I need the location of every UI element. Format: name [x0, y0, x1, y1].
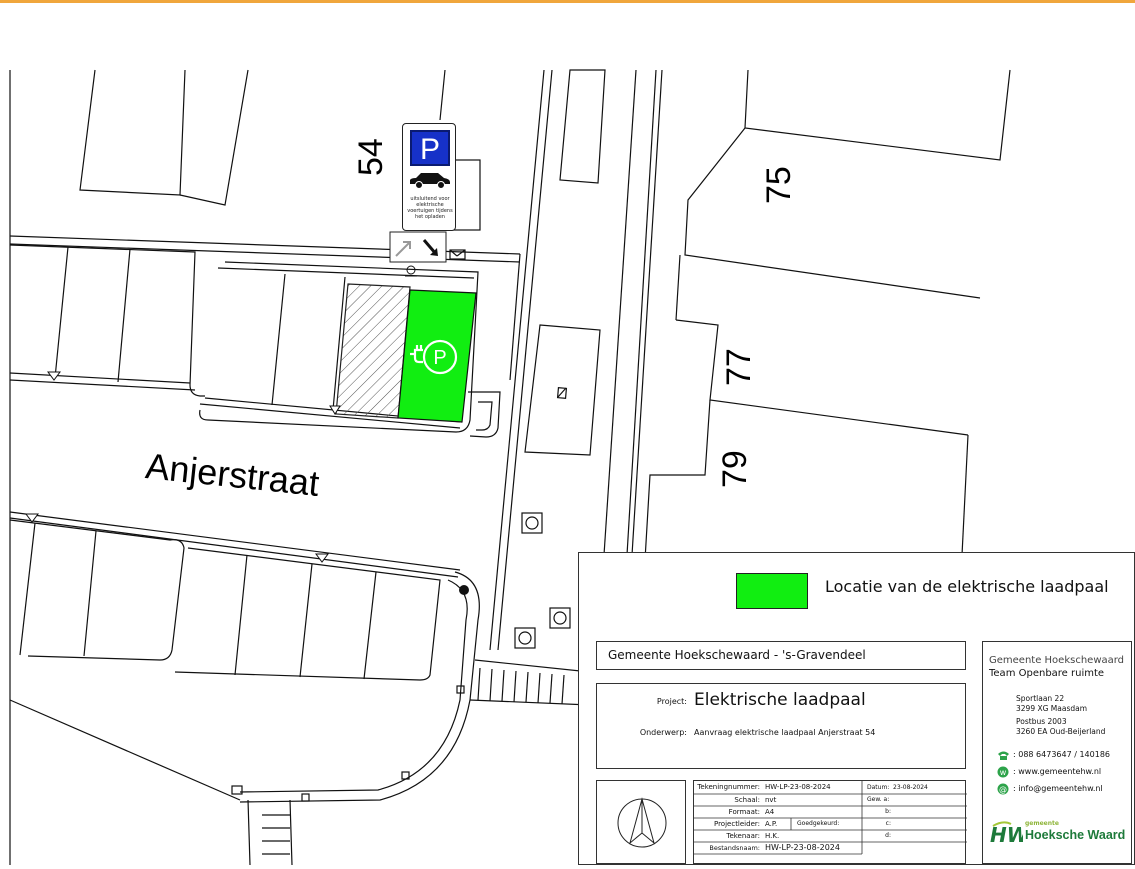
legend-swatch	[736, 573, 808, 609]
datum-label: Datum:	[867, 784, 890, 791]
schaal-label: Schaal:	[734, 796, 760, 804]
svg-text:@: @	[999, 785, 1007, 794]
bestandsnaam-value: HW-LP-23-08-2024	[765, 843, 840, 852]
datum-value: 23-08-2024	[893, 784, 928, 791]
goedgekeurd-label: Goedgekeurd:	[797, 820, 840, 827]
compass-box	[596, 780, 686, 864]
gew-a-label: Gew. a:	[867, 796, 890, 803]
house-number-79: 79	[716, 450, 754, 488]
municipality-title: Gemeente Hoeksche­waard - 's-Gravendeel	[608, 648, 866, 662]
phone-icon	[998, 751, 1009, 760]
contact-phone: : 088 6473647 / 140186	[1013, 750, 1110, 759]
contact-address4: 3260 EA Oud-Beijerland	[1016, 727, 1106, 736]
house-number-75: 75	[760, 166, 798, 204]
contact-box: Gemeente Hoeksche­waard Team Openbare ru…	[982, 641, 1132, 864]
logo-big-text: Hoeksche Waard	[1025, 828, 1126, 842]
subject-value: Aanvraag elektrische laadpaal Anjerstraa…	[694, 728, 876, 737]
formaat-label: Formaat:	[728, 808, 760, 816]
contact-web: : www.gemeentehw.nl	[1013, 767, 1102, 776]
house-number-54: 54	[352, 138, 390, 176]
c-label: c:	[885, 820, 891, 827]
formaat-value: A4	[765, 808, 775, 816]
drawing-info-table: Tekeningnummer: HW-LP-23-08-2024 Datum: …	[693, 780, 967, 864]
charging-parking-icon: P	[410, 339, 458, 375]
svg-text:HW: HW	[990, 823, 1023, 847]
projectleider-label: Projectleider:	[713, 820, 760, 828]
municipality-box: Gemeente Hoeksche­waard - 's-Gravendeel	[596, 641, 966, 670]
project-box: Project: Elektrische laadpaal Onderwerp:…	[596, 683, 966, 769]
tekeningnummer-value: HW-LP-23-08-2024	[765, 783, 831, 791]
logo-hw-mark: HW	[990, 821, 1023, 847]
tekeningnummer-label: Tekeningnummer:	[697, 783, 760, 791]
parking-sign-text: uitsluitend voor elektrische voertuigen …	[407, 196, 453, 220]
subject-label: Onderwerp:	[639, 728, 687, 737]
legend-label: Locatie van de elektrische laadpaal	[825, 577, 1109, 596]
parking-p-symbol: P	[410, 130, 450, 166]
contact-email: : info@gemeentehw.nl	[1013, 784, 1103, 793]
web-icon: w	[997, 766, 1009, 778]
contact-address2: 3299 XG Maasdam	[1016, 704, 1088, 713]
north-arrow-icon	[617, 797, 667, 848]
d-label: d:	[885, 832, 891, 839]
project-value: Elektrische laadpaal	[694, 690, 866, 710]
hoeksche-waard-logo: HW gemeente Hoeksche Waard	[989, 820, 1129, 850]
contact-address1: Sportlaan 22	[1016, 694, 1065, 703]
house-number-77: 77	[720, 348, 758, 386]
top-divider	[0, 0, 1135, 3]
car-icon	[410, 173, 450, 189]
contact-org-line1: Gemeente Hoeksche­waard	[989, 655, 1125, 666]
svg-text:w: w	[1000, 768, 1007, 777]
contact-address3: Postbus 2003	[1016, 717, 1067, 726]
projectleider-value: A.P.	[765, 820, 778, 828]
svg-text:P: P	[433, 347, 446, 369]
bestandsnaam-label: Bestandsnaam:	[709, 844, 760, 852]
email-icon: @	[997, 783, 1009, 795]
tekenaar-label: Tekenaar:	[726, 832, 760, 840]
b-label: b:	[885, 808, 891, 815]
logo-small-text: gemeente	[1025, 820, 1059, 827]
project-label: Project:	[656, 697, 687, 706]
table-grid	[694, 781, 967, 855]
contact-org-line2: Team Openbare ruimte	[989, 668, 1105, 679]
tekenaar-value: H.K.	[765, 832, 780, 840]
title-block: Locatie van de elektrische laadpaal Geme…	[578, 552, 1135, 865]
schaal-value: nvt	[765, 796, 777, 804]
parking-sign: P uitsluitend voor elektrische voertuige…	[402, 123, 456, 231]
